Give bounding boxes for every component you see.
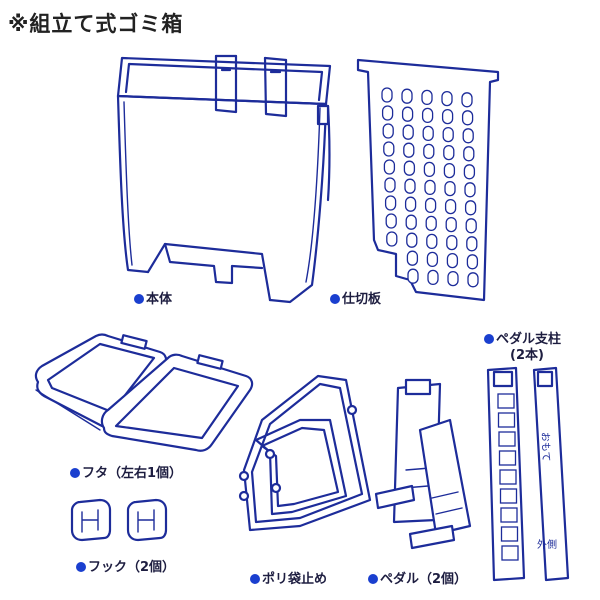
divider-slot [406, 232, 418, 248]
post-marking-top: おもて [539, 432, 552, 462]
divider-slot [386, 231, 398, 247]
post-slot [498, 450, 517, 466]
label-divider: 仕切板 [330, 288, 381, 307]
divider-slot [383, 141, 395, 157]
bin-body-illustration [116, 54, 332, 304]
bullet-icon [76, 562, 86, 572]
post-slot [497, 393, 515, 409]
post-slot [498, 431, 516, 447]
post-slot [501, 545, 519, 561]
divider-slot [384, 195, 397, 211]
post-slot [500, 507, 518, 523]
bullet-icon [134, 294, 144, 304]
divider-slot [464, 200, 477, 216]
divider-slot [467, 272, 479, 288]
bullet-icon [330, 294, 340, 304]
divider-slot [424, 179, 436, 196]
divider-slot [384, 177, 396, 193]
divider-slot [447, 270, 459, 287]
label-pedal-post: ペダル支柱 [484, 328, 561, 347]
divider-slot [461, 92, 473, 108]
bullet-icon [484, 334, 494, 344]
divider-slot [401, 106, 414, 122]
divider-slot [461, 110, 474, 126]
label-body: 本体 [134, 288, 172, 307]
label-pedal-post-text: ペダル支柱 [496, 332, 562, 347]
divider-slot [383, 159, 396, 175]
divider-slot [442, 126, 454, 143]
divider-slot [463, 164, 476, 180]
divider-slot [464, 182, 476, 198]
divider-slot [426, 251, 439, 268]
divider-slot [446, 234, 458, 251]
label-body-text: 本体 [146, 292, 173, 307]
divider-slot [466, 236, 478, 252]
bullet-icon [70, 468, 80, 478]
divider-slot [462, 128, 474, 144]
label-pedal-post-qty: (2本) [510, 348, 544, 363]
divider-slot [446, 252, 459, 269]
lid-illustration [34, 333, 254, 452]
divider-slot [443, 144, 455, 161]
divider-slot [465, 218, 477, 234]
label-lid: フタ（左右1個） [70, 462, 182, 481]
post-slot [497, 412, 516, 428]
label-pedal-text: ペダル（2個） [380, 572, 468, 587]
divider-slot [381, 105, 394, 121]
divider-slot [421, 89, 433, 106]
divider-slot [427, 269, 439, 286]
divider-illustration [356, 58, 500, 302]
divider-slot [443, 162, 456, 179]
pedal-illustration [374, 378, 472, 550]
pedal-post-illustration: おもて 外側 [486, 366, 570, 582]
post-marking-bottom: 外側 [537, 538, 557, 551]
divider-slot [403, 160, 416, 176]
divider-slot [403, 142, 415, 158]
label-bag-stopper: ポリ袋止め [250, 568, 327, 587]
divider-slot [405, 214, 417, 230]
divider-slot [421, 107, 434, 124]
divider-slot [466, 254, 479, 270]
divider-slot [463, 146, 475, 162]
label-pedal: ペダル（2個） [368, 568, 467, 587]
divider-slot [444, 198, 457, 215]
divider-slot [382, 123, 394, 139]
divider-slot [425, 215, 437, 232]
page-title: ※組立て式ゴミ箱 [8, 12, 184, 36]
label-hook-text: フック（2個） [88, 560, 176, 575]
divider-slot [441, 90, 453, 107]
label-divider-text: 仕切板 [342, 292, 382, 307]
divider-slot [401, 88, 413, 104]
divider-slot [423, 143, 435, 160]
label-hook: フック（2個） [76, 556, 175, 575]
bullet-icon [250, 574, 260, 584]
divider-slot [404, 196, 417, 212]
divider-slot [422, 125, 434, 142]
label-lid-text: フタ（左右1個） [82, 466, 183, 481]
divider-slots [381, 87, 479, 288]
divider-slot [406, 250, 419, 266]
divider-slot [381, 87, 393, 103]
divider-slot [423, 161, 436, 178]
divider-slot [402, 124, 414, 140]
divider-slot [426, 233, 438, 250]
divider-slot [424, 197, 437, 214]
post-slot [499, 488, 518, 504]
divider-slot [407, 268, 419, 284]
hook-illustration [70, 498, 168, 542]
bullet-icon [368, 574, 378, 584]
pedal-post-slots [497, 393, 519, 561]
post-slot [499, 469, 517, 485]
divider-slot [445, 216, 457, 233]
divider-slot [385, 213, 397, 229]
divider-slot [444, 180, 456, 197]
bag-stopper-illustration [238, 374, 372, 532]
divider-slot [404, 178, 416, 194]
label-bag-stopper-text: ポリ袋止め [262, 572, 328, 587]
divider-slot [441, 108, 454, 125]
post-slot [500, 526, 519, 542]
